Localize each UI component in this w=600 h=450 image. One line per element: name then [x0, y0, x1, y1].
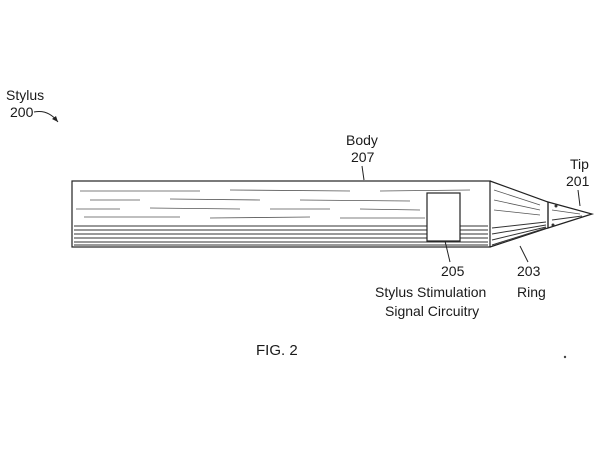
tip-label: Tip: [570, 156, 589, 172]
circuitry-label-line1: Stylus Stimulation: [375, 284, 486, 300]
scan-speck: [563, 355, 567, 359]
ring-label: Ring: [517, 284, 546, 300]
stylus-leader-arrow: [33, 111, 59, 123]
stylus-body: [71, 180, 491, 248]
stylus-arrowhead: [52, 116, 58, 122]
stylus-label: Stylus: [6, 87, 44, 103]
circuitry-block: [426, 192, 461, 242]
tip-leader-line: [577, 189, 581, 207]
circuitry-label-line2: Signal Circuitry: [385, 303, 479, 319]
body-label: Body: [346, 132, 378, 148]
body-ref-number: 207: [351, 149, 375, 165]
ring-leader-line: [519, 245, 529, 263]
circuitry-ref-number: 205: [441, 263, 465, 279]
figure-caption: FIG. 2: [256, 342, 298, 359]
ring-taper: [489, 180, 549, 248]
circuitry-leader-line: [444, 240, 451, 263]
ring-ref-number: 203: [517, 263, 541, 279]
stylus-ref-number: 200: [10, 104, 34, 120]
stylus-tip: [547, 201, 595, 229]
tip-ref-number: 201: [566, 173, 590, 189]
body-leader-line: [361, 165, 365, 181]
